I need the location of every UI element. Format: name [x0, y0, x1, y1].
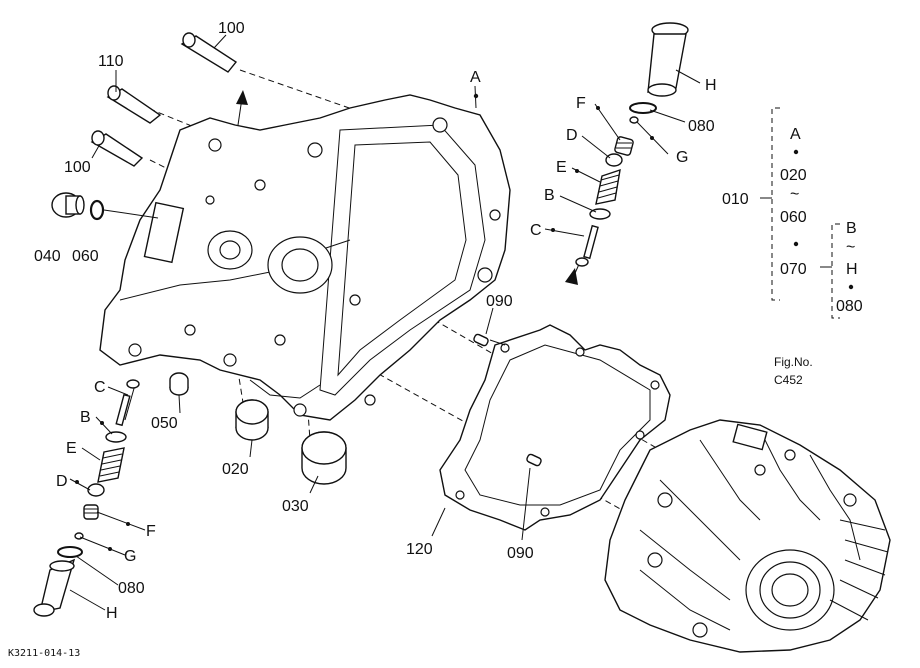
callout-left-H: H [106, 605, 118, 622]
callout-top-080: 080 [688, 118, 715, 135]
case-housing [99, 94, 511, 421]
valve-stack-lower [33, 379, 140, 617]
callout-top-D: D [566, 127, 578, 144]
legend-tilde-2: ~ [846, 239, 855, 256]
fig-no-label: Fig.No. [774, 355, 813, 369]
callout-040: 040 [34, 248, 61, 265]
rear-transmission-case [604, 419, 891, 653]
gasket-120 [439, 324, 671, 531]
callout-100-left: 100 [64, 159, 91, 176]
plug-040 [51, 192, 85, 218]
legend-B: B [846, 220, 857, 237]
drawing-code: K3211-014-13 [8, 648, 80, 659]
legend-A: A [790, 126, 801, 143]
o-ring-060 [89, 199, 105, 221]
callout-top-G: G [676, 149, 688, 166]
bolt-110 [106, 85, 162, 124]
callout-left-C: C [94, 379, 106, 396]
legend-070: 070 [780, 261, 807, 278]
legend-010: 010 [722, 191, 749, 208]
callout-top-H: H [705, 77, 717, 94]
bolt-100-top [180, 32, 238, 73]
callout-left-G: G [124, 548, 136, 565]
callout-left-B: B [80, 409, 91, 426]
fig-no-value: C452 [774, 373, 803, 387]
callout-left-F: F [146, 523, 156, 540]
callout-left-E: E [66, 440, 77, 457]
plug-050 [169, 372, 189, 396]
callout-110: 110 [98, 53, 124, 70]
bolt-100-left [90, 130, 144, 167]
legend-080: 080 [836, 298, 863, 315]
dowel-pin-090-top [473, 333, 489, 347]
callout-top-C: C [530, 222, 542, 239]
callout-020: 020 [222, 461, 249, 478]
collar-030 [301, 431, 347, 485]
callout-030: 030 [282, 498, 309, 515]
collar-020 [235, 399, 269, 441]
callout-120: 120 [406, 541, 433, 558]
callout-left-080: 080 [118, 580, 145, 597]
legend-060: 060 [780, 209, 807, 226]
drawing-meta: Fig.No. C452 K3211-014-13 [8, 355, 813, 659]
callout-090-bottom: 090 [507, 545, 534, 562]
set-legend [760, 107, 854, 319]
dowel-pin-090-bottom [526, 453, 542, 467]
callout-top-E: E [556, 159, 567, 176]
callout-left-D: D [56, 473, 68, 490]
callout-top-F: F [576, 95, 586, 112]
legend-tilde-1: ~ [790, 186, 799, 203]
callout-labels: 100 110 100 040 060 A 050 020 030 090 09… [34, 20, 717, 622]
legend-020: 020 [780, 167, 807, 184]
callout-090-top: 090 [486, 293, 513, 310]
leader-lines [69, 34, 701, 611]
legend-H: H [846, 261, 858, 278]
legend-labels: 010 A 020 ~ 060 070 B ~ H 080 [722, 126, 863, 315]
callout-100-top: 100 [218, 20, 245, 37]
callout-top-B: B [544, 187, 555, 204]
callout-050: 050 [151, 415, 178, 432]
valve-stack-upper [575, 22, 689, 267]
callout-A-housing: A [470, 69, 481, 86]
callout-060: 060 [72, 248, 99, 265]
